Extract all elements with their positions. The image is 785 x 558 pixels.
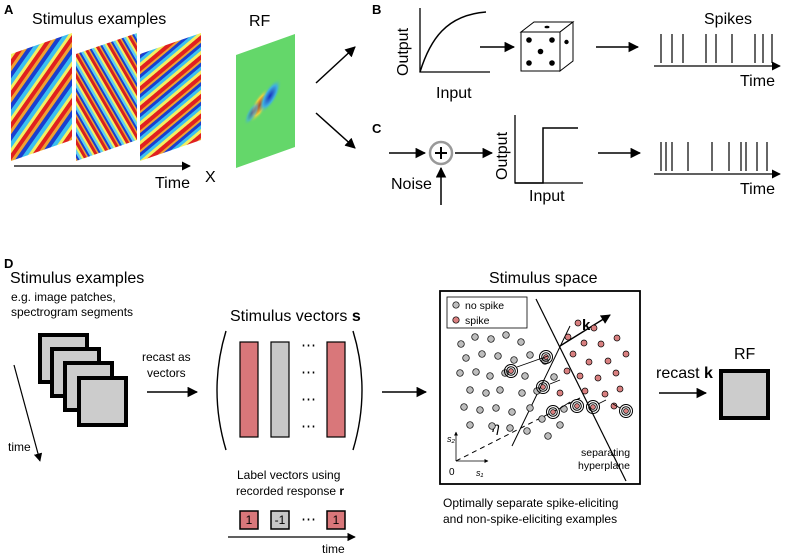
highlighted-spike-points [504, 350, 633, 419]
threshold-plot [514, 115, 583, 184]
panel-label-d: D [4, 256, 13, 271]
svg-text:⋯: ⋯ [301, 418, 316, 435]
grating-patch-1 [11, 33, 72, 161]
label-vectors-line2: recorded response r [236, 484, 344, 498]
arrow-to-c [315, 112, 356, 149]
svg-text:⋯: ⋯ [301, 337, 316, 354]
vector-nospike [270, 341, 290, 438]
axis-origin: 0 [449, 467, 455, 478]
output-label-c: Output [494, 131, 511, 180]
vector-spike-2 [326, 341, 346, 438]
label-vectors-line1: Label vectors using [237, 468, 340, 482]
vectors-title: Stimulus vectors s [230, 308, 361, 325]
grating-patch-3 [140, 33, 201, 161]
hyperplane-label-2: hyperplane [578, 460, 630, 472]
spikes-title: Spikes [704, 11, 752, 28]
caption-line2: and non-spike-eliciting examples [443, 512, 617, 526]
vector-spike-1 [239, 341, 259, 438]
space-axes: s₂ s₁ 0 [447, 431, 489, 478]
caption-line1: Optimally separate spike-eliciting [443, 496, 618, 510]
time-label-b: Time [740, 73, 775, 90]
output-curve-plot [419, 8, 490, 73]
time-label-a: Time [155, 175, 190, 192]
arrow-to-b [315, 46, 356, 84]
k-vector [559, 314, 611, 347]
dice-icon [519, 20, 575, 73]
panel-label-b: B [372, 2, 381, 17]
response-label-1: 1 [246, 513, 253, 527]
output-label-b: Output [395, 27, 412, 76]
d-rf-title: RF [734, 346, 756, 363]
space-legend: no spike spike [446, 296, 528, 329]
recast-line1: recast as [142, 350, 191, 364]
d-stimulus-sub2: spectrogram segments [11, 305, 133, 319]
axis-s1: s₁ [476, 468, 484, 478]
spike-train-b [660, 34, 773, 63]
response-labels: 1 -1 ⋯ 1 [239, 510, 346, 530]
rf-square [719, 369, 770, 420]
recast-k-label: recast k [656, 365, 713, 382]
response-label-dots: ⋯ [301, 511, 316, 528]
space-title: Stimulus space [489, 270, 598, 287]
axis-s2: s₂ [447, 434, 456, 444]
legend-no-spike: no spike [465, 300, 504, 312]
k-label: k [582, 317, 591, 334]
time-label-c: Time [740, 181, 775, 198]
input-label-b: Input [436, 85, 472, 102]
eta-label: η [492, 419, 500, 435]
stimulus-examples-title: Stimulus examples [32, 11, 166, 28]
panel-label-c: C [372, 121, 382, 136]
rf-patch [236, 34, 295, 168]
spike-train-c [660, 142, 768, 171]
red-points [556, 319, 630, 410]
time-axis-d [13, 364, 43, 462]
d-stimulus-title: Stimulus examples [10, 270, 144, 287]
recast-line2: vectors [147, 366, 186, 380]
rf-title: RF [249, 13, 271, 30]
matrix-right-paren [352, 330, 363, 451]
multiply-sign: X [205, 169, 216, 186]
svg-text:⋯: ⋯ [301, 364, 316, 381]
response-label-3: 1 [333, 513, 340, 527]
grating-patch-2 [76, 33, 137, 161]
panel-label-a: A [4, 2, 14, 17]
hyperplane-label-1: separating [581, 447, 630, 459]
legend-spike: spike [465, 315, 490, 327]
stacked-patches [38, 333, 128, 427]
matrix-left-paren [216, 330, 227, 451]
input-label-c: Input [529, 188, 565, 205]
svg-text:⋯: ⋯ [301, 391, 316, 408]
separating-hyperplane [535, 298, 627, 482]
sum-node-icon [428, 140, 454, 166]
response-label-2: -1 [275, 513, 286, 527]
label-time: time [322, 542, 345, 556]
time-label-d: time [8, 440, 31, 454]
d-stimulus-sub1: e.g. image patches, [11, 290, 116, 304]
vector-dots: ⋯ ⋯ ⋯ ⋯ [301, 337, 316, 435]
noise-label: Noise [391, 176, 432, 193]
